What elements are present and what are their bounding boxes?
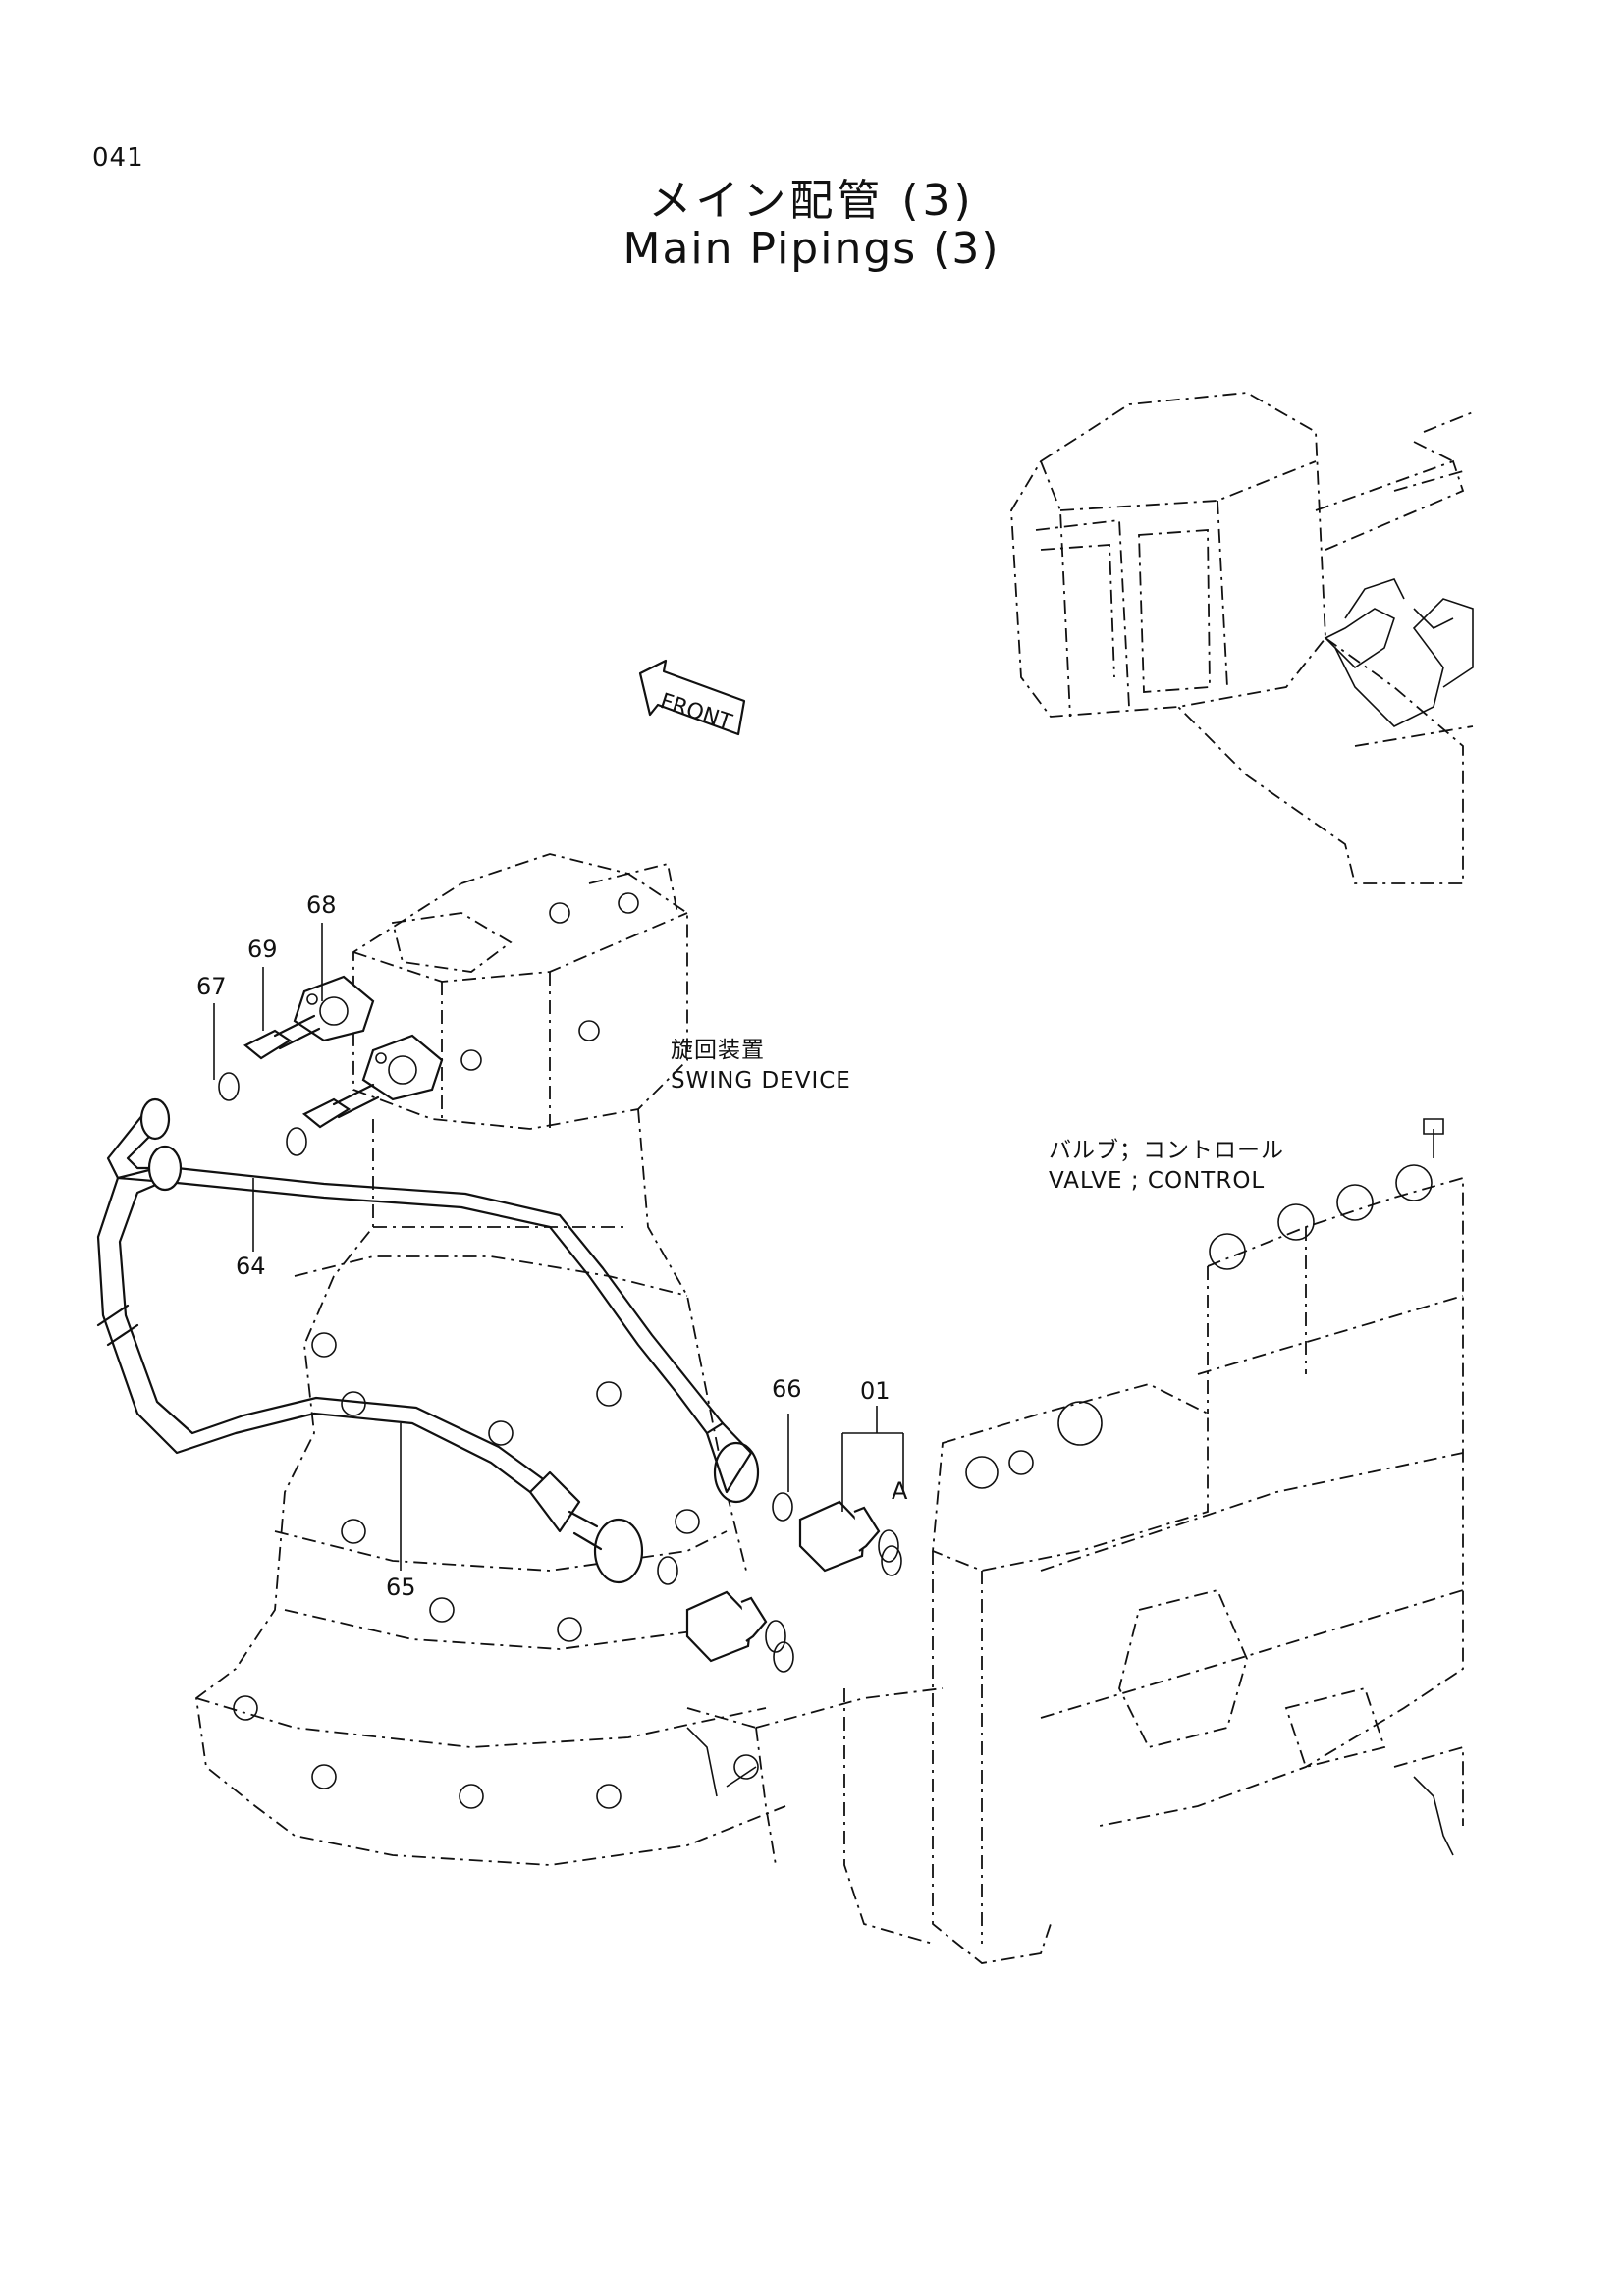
swing-device-label-jp: 旋回装置: [671, 1038, 765, 1063]
o-ring-67: [218, 1072, 307, 1156]
control-valve-label-en: VALVE ; CONTROL: [1049, 1168, 1266, 1195]
excavator-overview-drawing: [1010, 392, 1474, 884]
bolt-69: [243, 1014, 380, 1129]
o-ring-66: [657, 1492, 793, 1585]
swing-device-label: 旋回装置 SWING DEVICE: [671, 1036, 851, 1096]
split-flange-68: [293, 975, 444, 1101]
page-title-japanese: メイン配管 (3): [648, 176, 975, 226]
swing-device-label-en: SWING DEVICE: [671, 1068, 851, 1095]
swing-device-drawing: [195, 853, 786, 1866]
o-ring-a: [773, 1545, 902, 1673]
adapter-01: [685, 1500, 899, 1663]
callout-66: 66: [772, 1375, 802, 1403]
front-direction-arrow: [638, 659, 746, 736]
leader-lines: [213, 923, 904, 1571]
control-valve-drawing: [686, 1118, 1464, 1964]
callout-69: 69: [247, 935, 278, 963]
callout-65: 65: [386, 1574, 416, 1601]
control-valve-label-jp: バルブ；コントロール: [1049, 1138, 1284, 1163]
page-number: 041: [92, 143, 144, 173]
callout-01: 01: [860, 1377, 891, 1405]
callout-a: A: [892, 1477, 908, 1505]
callout-68: 68: [306, 891, 337, 919]
hose-65: [96, 1145, 644, 1584]
page-title-english: Main Pipings (3): [622, 224, 1001, 274]
pipe-64: [106, 1097, 760, 1504]
callout-67: 67: [196, 973, 227, 1000]
callout-64: 64: [236, 1253, 266, 1280]
control-valve-label: バルブ；コントロール VALVE ; CONTROL: [1049, 1136, 1284, 1197]
